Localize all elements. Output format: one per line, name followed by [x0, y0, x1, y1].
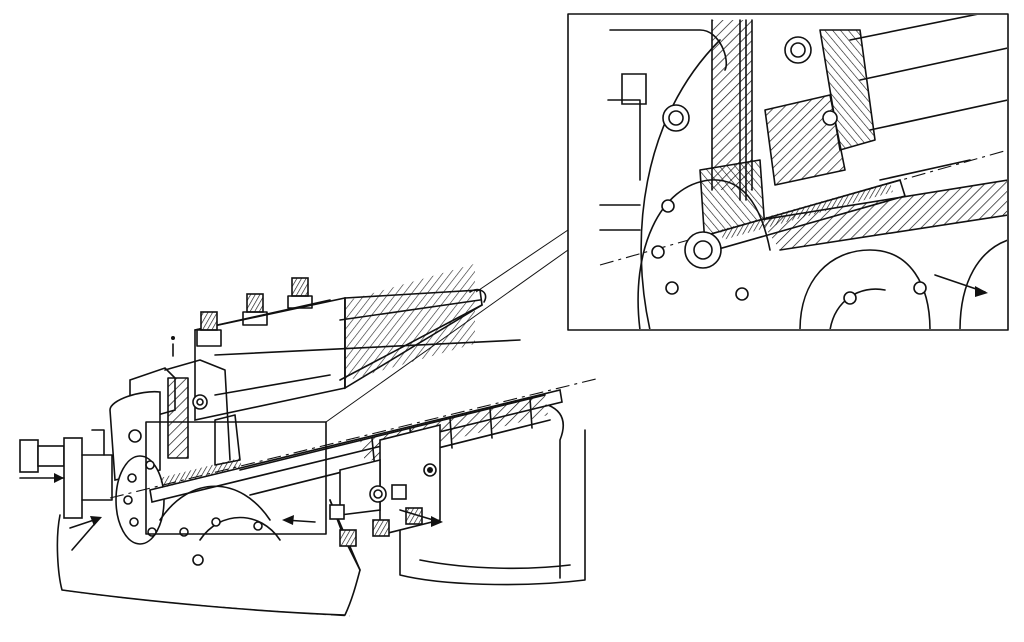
discharge-block	[329, 423, 443, 547]
upper-casing	[194, 263, 521, 421]
inset-bolt-upper	[784, 36, 812, 64]
indicator-pin	[171, 336, 175, 357]
vent-plug-2	[242, 293, 268, 326]
suction-nozzle	[19, 429, 113, 529]
detail-inset	[567, 13, 1009, 331]
vent-plug-1	[196, 311, 222, 347]
detail-leader-lines	[325, 229, 569, 423]
vent-plug-3	[287, 277, 313, 309]
suction-flange	[115, 455, 165, 545]
right-pedestal	[399, 404, 586, 586]
tie-bolts	[329, 484, 423, 547]
inset-flange	[637, 179, 771, 329]
pump-assembly	[19, 263, 601, 617]
inset-bolt-left	[662, 104, 690, 132]
detail-marker-frame	[145, 421, 327, 535]
base-support	[56, 499, 361, 617]
vent-plugs	[196, 277, 313, 347]
